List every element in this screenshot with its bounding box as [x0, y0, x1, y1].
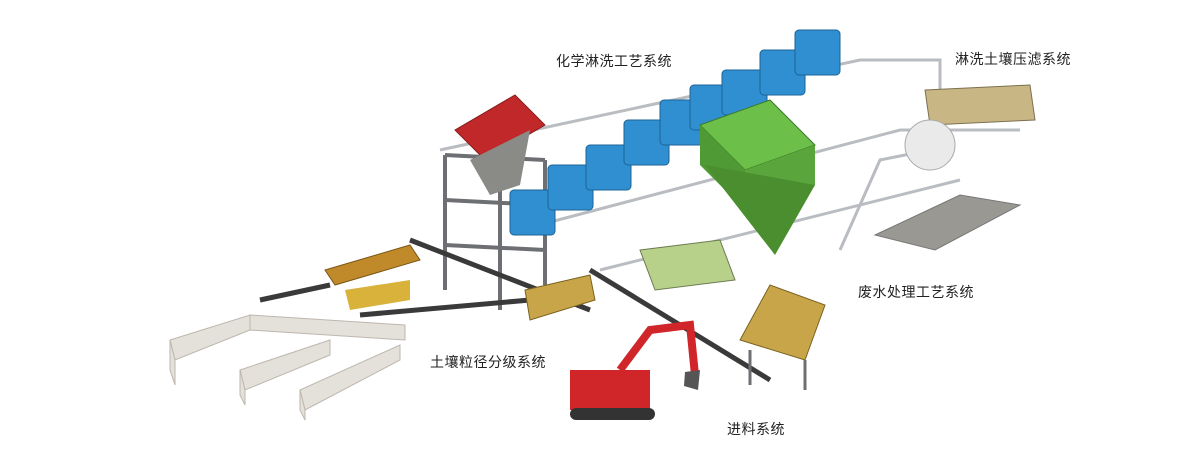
label-wastewater-system: 废水处理工艺系统	[858, 285, 974, 301]
excavator	[570, 320, 700, 420]
label-filter-press-system: 淋洗土壤压滤系统	[955, 52, 1071, 68]
concrete-bins	[169, 314, 406, 421]
feed-hopper	[739, 284, 826, 361]
wastewater-filter-press	[639, 239, 736, 291]
washing-tanks	[509, 29, 841, 236]
classifier-base	[345, 280, 410, 310]
spiral-classifier	[324, 244, 421, 286]
washing-screen	[524, 274, 596, 321]
vibrating-screen	[454, 94, 546, 161]
storage-tank	[904, 119, 956, 171]
label-soil-grading-system: 土壤粒径分级系统	[430, 355, 546, 371]
soil-filter-press	[924, 84, 1036, 126]
wastewater-pool	[873, 194, 1022, 251]
label-feeding-system: 进料系统	[727, 422, 785, 438]
clarifier	[699, 99, 816, 255]
label-chemical-washing-system: 化学淋洗工艺系统	[556, 54, 672, 70]
